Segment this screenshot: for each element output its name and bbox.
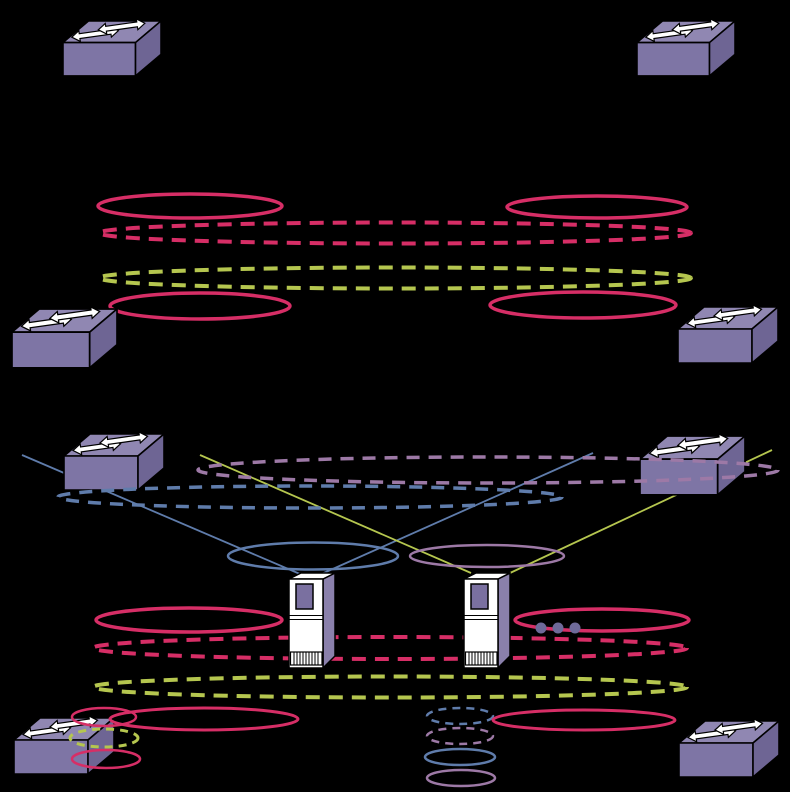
switch-mid-left [11, 304, 118, 369]
ring-upper-left-2 [108, 291, 292, 321]
ring-bl-pink-large [108, 706, 300, 732]
ring-bc-purple-dashed [425, 726, 495, 746]
ring-bl-pink-bottom [70, 748, 142, 770]
link-blue-up-right [316, 452, 594, 577]
ring-bl-green-dashed [68, 727, 140, 749]
layer-rings-bottom [68, 706, 677, 788]
layer-switches [11, 17, 780, 778]
ring-server-right [408, 543, 566, 569]
band-lower-pink [91, 635, 689, 661]
switch-bottom-left [13, 714, 115, 775]
ring-bc-blue-dashed [425, 706, 495, 726]
band-upper-pink [97, 220, 693, 246]
ring-upper-right-2 [488, 290, 678, 320]
ring-bc-purple-solid [425, 768, 497, 788]
ellipsis-dot-1 [535, 622, 547, 634]
layer-ellipsis-dots [535, 622, 581, 634]
ellipsis-dot-2 [552, 622, 564, 634]
layer-servers [288, 572, 511, 669]
ring-upper-left-1 [96, 192, 284, 220]
ring-upper-right-1 [505, 194, 689, 220]
layer-bands-lower [91, 606, 691, 700]
band-mid-purple [196, 455, 780, 485]
layer-bands-mid [56, 455, 780, 571]
switch-mid-right [677, 303, 779, 364]
switch-top-right [636, 17, 736, 77]
switch-lower-left [63, 430, 165, 491]
server-left [288, 572, 336, 669]
switch-bottom-right [678, 717, 780, 778]
band-mid-blue [56, 484, 564, 510]
switch-lower-right [639, 431, 746, 496]
band-lower-green [91, 674, 689, 700]
band-upper-green [97, 265, 693, 291]
layer-rings-upper [96, 192, 693, 321]
ellipsis-dot-3 [569, 622, 581, 634]
ring-lower-right [513, 607, 691, 633]
ring-br-pink-large [491, 708, 677, 732]
ring-bc-blue-solid [423, 747, 497, 767]
switch-top-left [62, 17, 162, 77]
server-right [463, 572, 511, 669]
ring-lower-left [94, 606, 284, 634]
ring-server-left [226, 541, 400, 571]
link-green-up-left [199, 454, 472, 574]
ring-bl-pink-top [70, 706, 138, 728]
